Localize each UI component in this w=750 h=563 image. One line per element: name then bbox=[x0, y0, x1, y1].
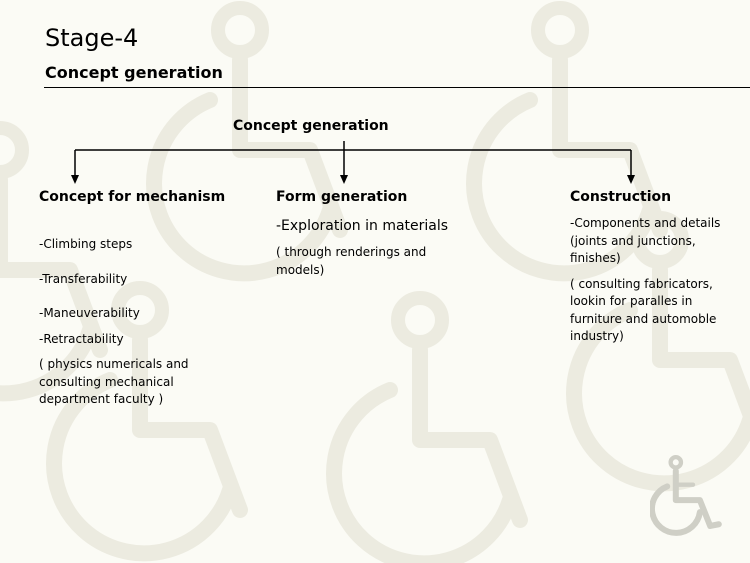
branch-item: -Exploration in materials bbox=[276, 218, 449, 234]
branch-heading: Construction bbox=[570, 189, 672, 205]
wheelchair-logo-icon bbox=[650, 455, 722, 536]
connector-arrow-1 bbox=[340, 150, 348, 184]
branch-item: -Retractability bbox=[39, 331, 124, 346]
branch-item: ( physics numericals and consulting mech… bbox=[39, 357, 189, 406]
slide-subtitle: Concept generation bbox=[45, 63, 223, 82]
branch-construction: Construction -Components and details (jo… bbox=[570, 187, 745, 346]
branch-item: ( through renderings and models) bbox=[276, 245, 427, 277]
branch-item: -Climbing steps bbox=[39, 237, 133, 251]
title-divider bbox=[44, 87, 750, 88]
branch-heading: Form generation bbox=[276, 189, 408, 205]
branch-heading: Concept for mechanism bbox=[39, 189, 226, 205]
root-node: Concept generation bbox=[233, 118, 389, 134]
branch-item: ( consulting fabricators, lookin for par… bbox=[570, 276, 717, 344]
branch-item: -Transferability bbox=[39, 271, 128, 286]
branch-item: -Maneuverability bbox=[39, 306, 140, 320]
branch-concept-for-mechanism: Concept for mechanism -Climbing steps -T… bbox=[39, 187, 229, 409]
connector-arrow-0 bbox=[71, 150, 79, 184]
branch-item: -Components and details (joints and junc… bbox=[570, 216, 721, 265]
connector-arrow-2 bbox=[627, 150, 635, 184]
slide-title: Stage-4 bbox=[45, 24, 139, 52]
branch-form-generation: Form generation -Exploration in material… bbox=[276, 187, 476, 279]
